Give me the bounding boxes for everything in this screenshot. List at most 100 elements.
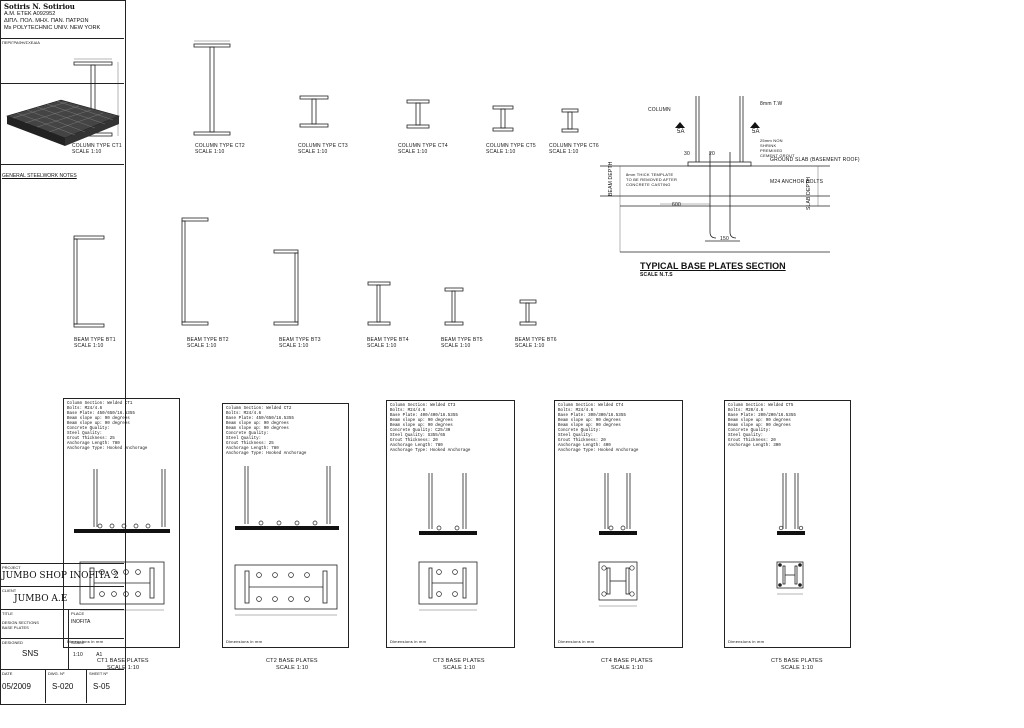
section-title: TYPICAL BASE PLATES SECTION	[640, 261, 786, 271]
column-ct6-title: COLUMN TYPE CT6	[549, 143, 599, 149]
section-plate-label: 8mm T.W	[760, 101, 783, 107]
paper-size: A1	[96, 652, 103, 658]
column-ct4-title: COLUMN TYPE CT4	[398, 143, 448, 149]
location-label: PLACE	[71, 611, 85, 616]
beam-bt1-title: BEAM TYPE BT1	[74, 337, 116, 343]
section-template-label: 8mm THICK TEMPLATE TO BE REMOVED AFTER C…	[626, 172, 678, 187]
title-block-title-row: TITLE DESIGN SECTIONS BASE PLATES PLACE …	[0, 610, 124, 639]
base-plate-ct3-caption: CT3 BASE PLATES	[433, 658, 485, 664]
sheet-value: S-05	[93, 682, 110, 691]
base-plate-ct4-plan	[598, 561, 638, 607]
section-cut-right: 5A	[752, 129, 760, 135]
beam-bt2-drawing	[181, 217, 209, 326]
base-plate-ct4-caption: CT4 BASE PLATES	[601, 658, 653, 664]
base-plate-ct5-sheet: Column Section: Welded CT5 Bolts: M20/4.…	[724, 400, 851, 648]
column-ct2-drawing	[193, 40, 231, 136]
title-block-engineer: Sotiris N. Sotiriou A.M. ETEK A092952 ΔΙ…	[0, 0, 124, 39]
beam-bt5-title: BEAM TYPE BT5	[441, 337, 483, 343]
title-label: TITLE	[2, 611, 13, 616]
column-ct4-scale: SCALE 1:10	[398, 149, 428, 155]
steelwork-notes-heading: GENERAL STEELWORK NOTES	[2, 173, 77, 179]
base-plate-ct4-elevation	[599, 473, 637, 535]
column-ct6-drawing	[561, 108, 579, 133]
title-block-description: ΠΕΡΙΓΡΑΦΗ/ΣΧΕΔΙΑ	[0, 38, 124, 84]
client-name: JUMBO A.E	[14, 594, 68, 604]
base-plate-ct1-elevation	[74, 469, 170, 533]
column-ct2-scale: SCALE 1:10	[195, 149, 225, 155]
base-plate-ct2-footer: Dimensions in mm	[226, 639, 263, 644]
section-dim-30: 30	[684, 151, 690, 157]
project-name: JUMBO SHOP INOFITA 2	[2, 571, 119, 581]
drawn-value: SNS	[22, 649, 39, 658]
base-plate-ct5-elevation	[777, 473, 805, 535]
client-label: CLIENT	[2, 588, 17, 593]
base-plate-ct2-scale: SCALE 1:10	[276, 665, 309, 671]
beam-bt4-drawing	[367, 281, 391, 326]
title-block-notes: GENERAL STEELWORK NOTES	[0, 165, 124, 564]
base-plate-ct3-scale: SCALE 1:10	[443, 665, 476, 671]
beam-bt5-drawing	[444, 287, 464, 326]
engineer-name: Sotiris N. Sotiriou	[4, 2, 75, 11]
location-value: INOFITA	[71, 619, 91, 625]
base-plate-ct1-notes: Column Section: Welded CT1 Bolts: M24/4.…	[67, 402, 148, 451]
base-plate-ct1-caption: CT1 BASE PLATES	[97, 658, 149, 664]
base-plate-ct4-scale: SCALE 1:10	[611, 665, 644, 671]
base-plate-ct1-plan	[79, 561, 165, 611]
title-block-client: CLIENT JUMBO A.E	[0, 587, 124, 610]
title-block-project: PROJECT JUMBO SHOP INOFITA 2	[0, 564, 124, 587]
beam-bt6-drawing	[519, 299, 537, 326]
beam-bt6-title: BEAM TYPE BT6	[515, 337, 557, 343]
beam-bt2-title: BEAM TYPE BT2	[187, 337, 229, 343]
base-plate-ct3-elevation	[419, 473, 477, 535]
section-cut-left: 5A	[677, 129, 685, 135]
column-ct5-scale: SCALE 1:10	[486, 149, 516, 155]
base-plate-ct1-scale: SCALE 1:10	[107, 665, 140, 671]
beam-bt4-title: BEAM TYPE BT4	[367, 337, 409, 343]
column-ct5-drawing	[492, 105, 514, 132]
base-plate-ct1-footer: Dimensions in mm	[67, 639, 104, 644]
base-plate-ct1-sheet: Column Section: Welded CT1 Bolts: M24/4.…	[63, 398, 180, 648]
base-plate-ct5-scale: SCALE 1:10	[781, 665, 814, 671]
base-plate-ct5-caption: CT5 BASE PLATES	[771, 658, 823, 664]
base-plate-ct5-footer: Dimensions in mm	[728, 639, 765, 644]
beam-bt1-drawing	[73, 235, 105, 328]
project-label: PROJECT	[2, 565, 21, 570]
beam-bt1-scale: SCALE 1:10	[74, 343, 104, 349]
beam-bt3-title: BEAM TYPE BT3	[279, 337, 321, 343]
beam-bt3-scale: SCALE 1:10	[279, 343, 309, 349]
base-plate-ct3-footer: Dimensions in mm	[390, 639, 427, 644]
section-ground-slab-label: GROUND SLAB (BASEMENT ROOF)	[770, 157, 860, 163]
beam-bt4-scale: SCALE 1:10	[367, 343, 397, 349]
section-grout-label: 25mm NON SHRINK PREMIXED CEMENT GROUT	[760, 138, 795, 158]
section-anchor-label: M24 ANCHOR BOLTS	[770, 179, 824, 185]
base-plate-ct2-notes: Column Section: Welded CT2 Bolts: M24/4.…	[226, 407, 307, 456]
beam-bt2-scale: SCALE 1:10	[187, 343, 217, 349]
date-label: DATE	[2, 671, 13, 676]
roof-3d-view-image	[6, 99, 120, 146]
base-plate-ct5-notes: Column Section: Welded CT5 Bolts: M20/4.…	[728, 404, 796, 448]
section-dim-600: 600	[672, 202, 681, 208]
beam-bt3-drawing	[273, 249, 299, 326]
base-plate-ct4-footer: Dimensions in mm	[558, 639, 595, 644]
section-slab-depth-label: SLAB DEPTH	[806, 176, 812, 210]
typical-section-drawing	[600, 96, 830, 253]
column-ct3-drawing	[299, 95, 329, 128]
dwg-label: DWG. Nº	[48, 671, 65, 676]
column-ct3-scale: SCALE 1:10	[298, 149, 328, 155]
scale-value: 1:10	[73, 652, 83, 658]
column-ct2-title: COLUMN TYPE CT2	[195, 143, 245, 149]
engineer-line1: A.M. ETEK A092952	[4, 11, 56, 17]
engineer-line2: ΔΙΠΛ. ΠΟΛ. ΜΗΧ. ΠΑΝ. ΠΑΤΡΩΝ	[4, 18, 89, 24]
column-ct1-scale: SCALE 1:10	[72, 149, 102, 155]
sheet-label: SHEET Nº	[89, 671, 108, 676]
title-block-3d-view	[0, 84, 124, 165]
scale-label: SCALE	[71, 640, 85, 645]
column-ct6-scale: SCALE 1:10	[549, 149, 579, 155]
base-plate-ct3-sheet: Column Section: Welded CT3 Bolts: M24/4.…	[386, 400, 515, 648]
beam-bt6-scale: SCALE 1:10	[515, 343, 545, 349]
beam-bt5-scale: SCALE 1:10	[441, 343, 471, 349]
base-plate-ct2-elevation	[235, 466, 339, 530]
drawing-title: DESIGN SECTIONS BASE PLATES	[2, 620, 39, 630]
base-plate-ct2-plan	[234, 564, 338, 616]
section-dim-150: 150	[720, 236, 729, 242]
